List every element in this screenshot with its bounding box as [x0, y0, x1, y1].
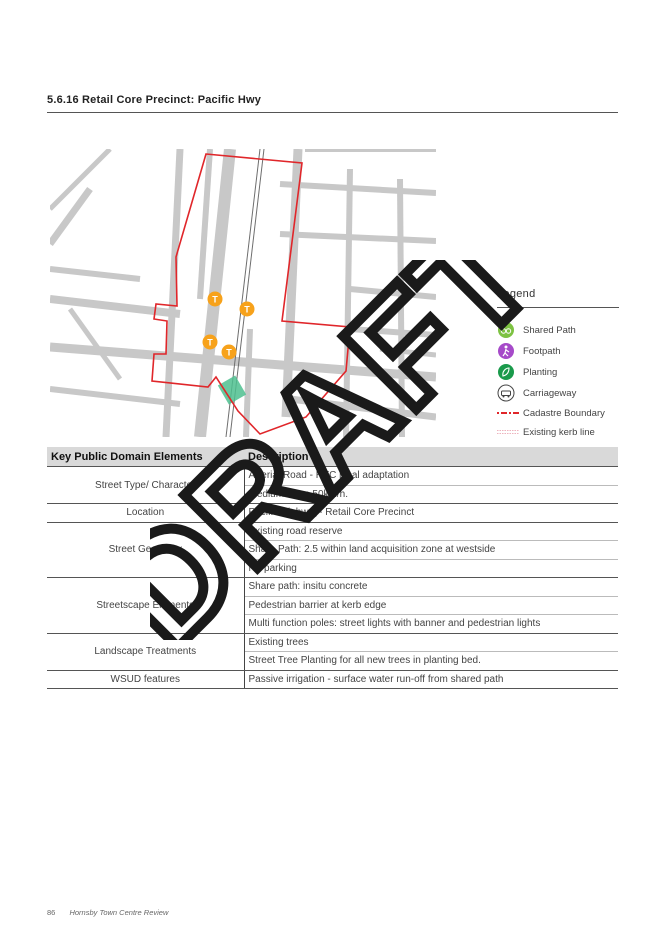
element-cell: Streetscape Elements: [47, 577, 245, 634]
document-title: Hornsby Town Centre Review: [69, 908, 169, 917]
description-cell: Pedestrian barrier at kerb edge: [244, 596, 618, 615]
page-footer: 86 Hornsby Town Centre Review: [47, 908, 168, 917]
table-row: Landscape Treatments Existing trees: [47, 633, 618, 671]
legend-label: Shared Path: [523, 324, 576, 336]
kerb-line-icon: [497, 430, 519, 434]
description-cell: Passive irrigation - surface water run-o…: [244, 670, 618, 689]
legend-label: Carriageway: [523, 387, 577, 399]
legend-label: Cadastre Boundary: [523, 407, 605, 419]
map-legend: Legend Shared Path Footpath Planting Car…: [497, 288, 619, 438]
description-cell: Street Tree Planting for all new trees i…: [244, 651, 618, 671]
station-marker-label: T: [226, 348, 232, 358]
description-cell: Share path: insitu concrete: [244, 577, 618, 597]
table-header-row: Key Public Domain Elements Description: [47, 447, 618, 467]
legend-item-footpath: Footpath: [497, 342, 561, 360]
station-marker-label: T: [244, 305, 250, 315]
description-cell: Multi function poles: street lights with…: [244, 614, 618, 634]
legend-item-kerb: Existing kerb line: [497, 423, 595, 441]
precinct-map: T T T T: [50, 149, 436, 437]
planting-icon: [498, 364, 514, 380]
page-heading: 5.6.16 Retail Core Precinct: Pacific Hwy: [47, 94, 262, 106]
heading-rule: [47, 112, 618, 113]
legend-item-shared-path: Shared Path: [497, 321, 576, 339]
shared-path-icon: [498, 322, 514, 338]
legend-label: Footpath: [523, 345, 561, 357]
description-cell: Share Path: 2.5 within land acquisition …: [244, 540, 618, 560]
station-marker-label: T: [212, 295, 218, 305]
element-cell: Landscape Treatments: [47, 633, 245, 671]
table-row: Street Geometry Existing road reserve: [47, 522, 618, 578]
table-row: Location Pacific Highway- Retail Core Pr…: [47, 503, 618, 523]
description-cell: Existing road reserve: [244, 522, 618, 541]
legend-item-carriageway: Carriageway: [497, 384, 576, 402]
station-markers: T T T T: [202, 291, 255, 360]
description-cell: Medium Zone 50km/h.: [244, 485, 618, 504]
legend-rule: [497, 307, 619, 308]
element-cell: Street Type/ Character: [47, 466, 245, 504]
legend-item-cadastre: Cadastre Boundary: [497, 404, 605, 422]
table-row: No parking: [47, 559, 618, 578]
page-number: 86: [47, 908, 56, 917]
legend-label: Planting: [523, 366, 558, 378]
table-header: Description: [244, 447, 618, 467]
legend-item-planting: Planting: [497, 363, 557, 381]
cadastre-line-icon: [497, 412, 519, 414]
station-marker-label: T: [207, 338, 213, 348]
description-cell: Arterial Road - HTC local adaptation: [244, 466, 618, 486]
table-row: Street Type/ Character Arterial Road - H…: [47, 466, 618, 504]
public-domain-table: Key Public Domain Elements Description S…: [47, 447, 618, 689]
table-row: Medium Zone 50km/h.: [47, 485, 618, 504]
legend-label: Existing kerb line: [523, 426, 595, 438]
table-header: Key Public Domain Elements: [47, 447, 244, 467]
table-row: Pedestrian barrier at kerb edge: [47, 596, 618, 615]
table-row: Streetscape Elements Share path: insitu …: [47, 577, 618, 634]
footpath-icon: [498, 343, 514, 359]
map-svg: T T T T: [50, 149, 436, 437]
table-row: Share Path: 2.5 within land acquisition …: [47, 540, 618, 560]
description-cell: No parking: [244, 559, 618, 578]
element-cell: Street Geometry: [47, 522, 245, 578]
carriageway-icon: [497, 384, 515, 402]
legend-title: Legend: [497, 288, 536, 300]
table-row: WSUD features Passive irrigation - surfa…: [47, 670, 618, 689]
description-cell: Pacific Highway- Retail Core Precinct: [244, 503, 618, 523]
element-cell: WSUD features: [47, 670, 245, 689]
description-cell: Existing trees: [244, 633, 618, 652]
element-cell: Location: [47, 503, 245, 523]
table-row: Multi function poles: street lights with…: [47, 614, 618, 634]
table-row: Street Tree Planting for all new trees i…: [47, 651, 618, 671]
